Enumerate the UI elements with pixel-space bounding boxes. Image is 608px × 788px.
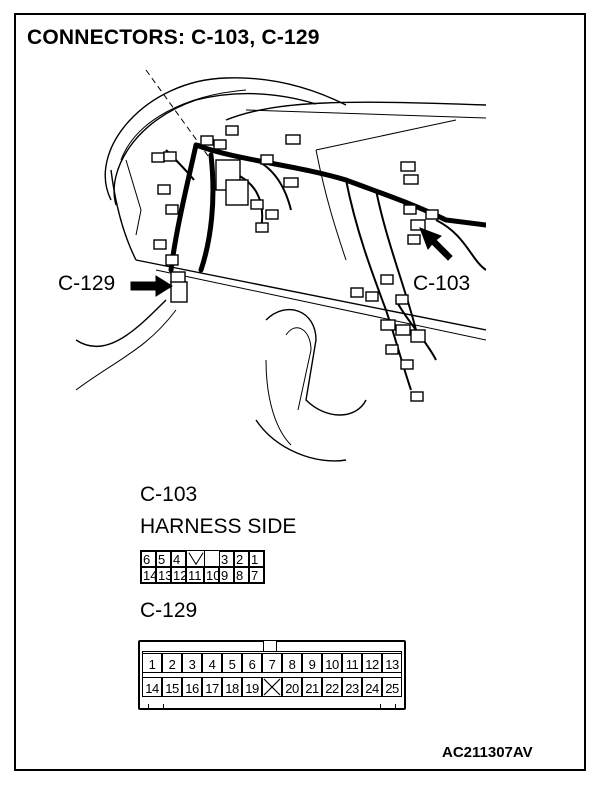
c129-pin: 7 [262, 653, 282, 673]
c129-pin: 3 [182, 653, 202, 673]
c103-pin: 4 [171, 551, 186, 567]
c103-blank-cell [204, 551, 219, 567]
c103-key-notch [186, 551, 204, 567]
c129-unused-pin [262, 677, 282, 697]
c103-pin: 13 [156, 567, 173, 583]
c129-connector-label: C-129 [140, 599, 198, 622]
c129-pin-row-top: 1 2 3 4 5 6 7 8 9 10 11 12 13 [142, 653, 402, 673]
harness-illustration [75, 69, 486, 462]
diagram-title: CONNECTORS: C-103, C-129 [27, 26, 320, 49]
c103-pin: 7 [249, 567, 264, 583]
c129-pin: 20 [282, 677, 302, 697]
c129-callout-label: C-129 [58, 272, 116, 295]
c103-pin: 10 [204, 567, 221, 583]
c129-pin: 2 [162, 653, 182, 673]
diagram-frame [14, 13, 586, 771]
figure-code: AC211307AV [442, 744, 533, 761]
c103-callout-label: C-103 [413, 272, 471, 295]
c103-pin: 11 [186, 567, 204, 583]
c103-pin: 9 [219, 567, 234, 583]
c129-foot [148, 704, 164, 710]
c103-pin: 1 [249, 551, 264, 567]
c129-pin: 13 [382, 653, 402, 673]
c129-pin: 11 [342, 653, 362, 673]
c103-pin: 12 [171, 567, 188, 583]
c129-pin: 25 [382, 677, 402, 697]
c103-connector-label: C-103 [140, 483, 198, 506]
c103-pin: 3 [219, 551, 234, 567]
c103-pin: 2 [234, 551, 249, 567]
c129-foot [380, 704, 396, 710]
harness-side-label: HARNESS SIDE [140, 515, 297, 538]
c129-pin: 9 [302, 653, 322, 673]
c129-pin: 16 [182, 677, 202, 697]
c129-pin-row-bottom: 14 15 16 17 18 19 20 21 22 23 24 25 [142, 677, 402, 697]
c129-pin: 10 [322, 653, 342, 673]
c129-pin: 14 [142, 677, 162, 697]
c129-pin: 6 [242, 653, 262, 673]
c129-pin: 1 [142, 653, 162, 673]
c103-connector-face: 6 5 4 3 2 1 14 13 12 11 10 9 8 7 [140, 550, 265, 584]
c129-pin: 17 [202, 677, 222, 697]
c129-lock-tab [263, 640, 277, 652]
c129-pin: 5 [222, 653, 242, 673]
c129-pin: 19 [242, 677, 262, 697]
c129-pin: 4 [202, 653, 222, 673]
key-notch-icon [188, 552, 204, 566]
c129-pin: 12 [362, 653, 382, 673]
c129-pin: 23 [342, 677, 362, 697]
c129-pin: 8 [282, 653, 302, 673]
c129-pin: 15 [162, 677, 182, 697]
c129-pin: 21 [302, 677, 322, 697]
c129-pin: 18 [222, 677, 242, 697]
c129-pin: 24 [362, 677, 382, 697]
c103-pin: 8 [234, 567, 249, 583]
unused-cross-icon [263, 678, 281, 696]
c103-pin: 6 [141, 551, 156, 567]
c103-pin: 5 [156, 551, 171, 567]
c103-pin: 14 [141, 567, 158, 583]
c129-pin: 22 [322, 677, 342, 697]
